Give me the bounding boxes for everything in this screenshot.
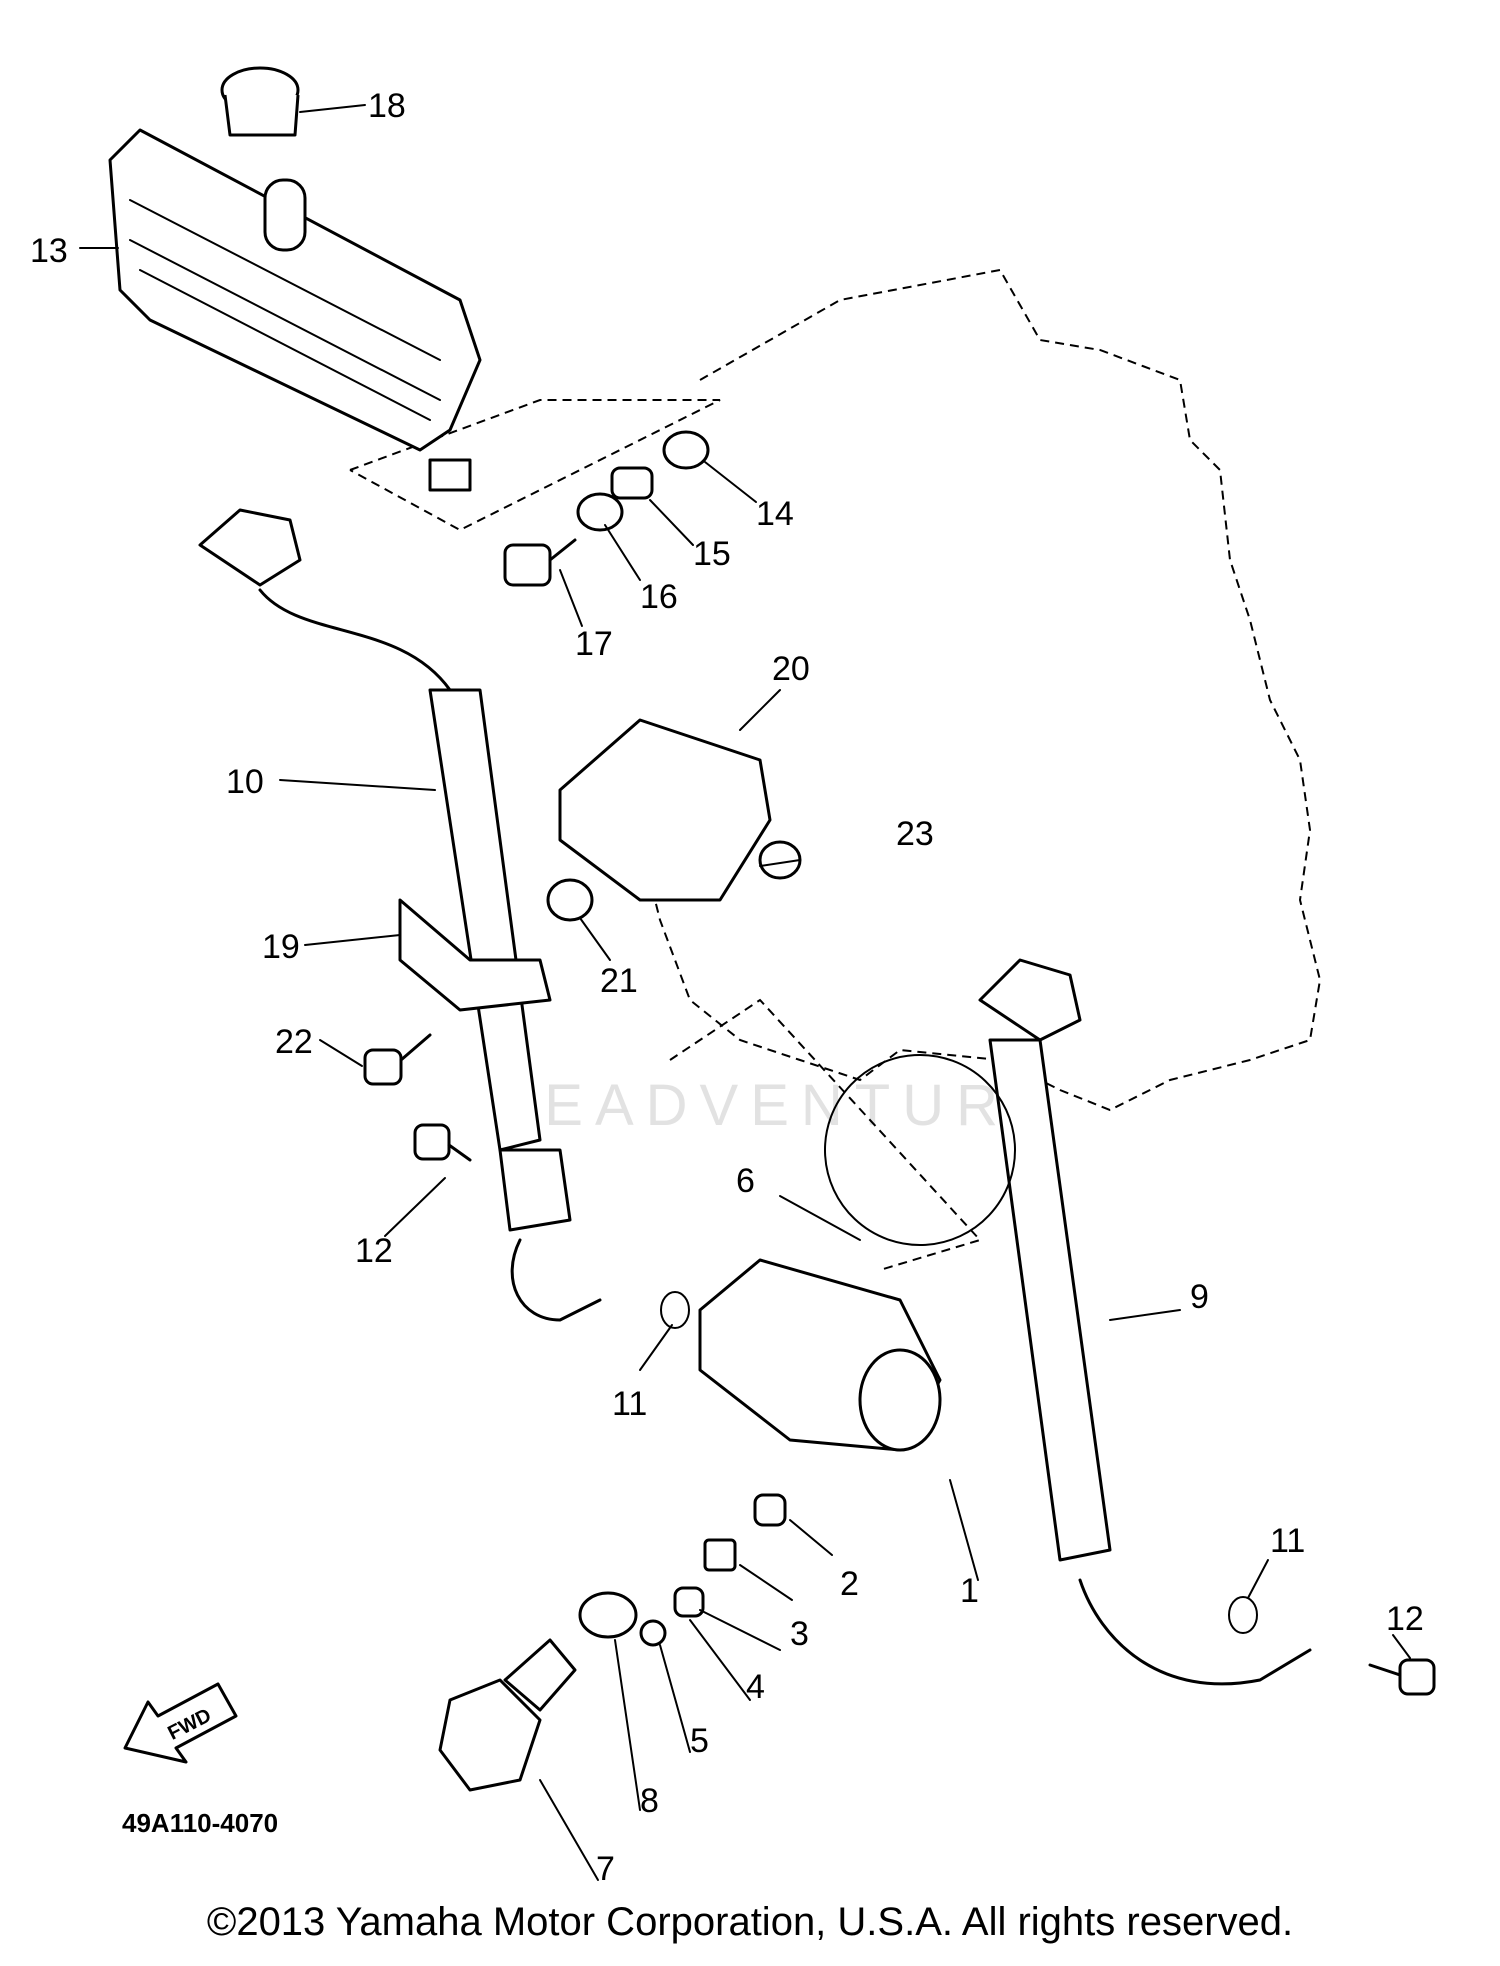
bolt-17: [503, 538, 577, 587]
callout-15: 15: [693, 535, 731, 573]
bolt-22: [363, 1033, 432, 1086]
o-ring-6: [824, 1054, 1016, 1246]
hose-clamp: [398, 898, 552, 1012]
spring-3: [703, 1538, 737, 1572]
callout-4: 4: [746, 1668, 765, 1706]
bracket: [558, 718, 772, 902]
grommet: [662, 430, 710, 470]
callout-9: 9: [1190, 1278, 1209, 1316]
callout-22: 22: [275, 1023, 313, 1061]
part-4: [673, 1586, 705, 1618]
callout-14: 14: [756, 495, 794, 533]
callout-10: 10: [226, 763, 264, 801]
o-ring-11-left: [660, 1291, 690, 1329]
oil-filter-housing: [698, 1258, 942, 1452]
o-ring-11-right: [1228, 1596, 1258, 1634]
callout-18: 18: [368, 87, 406, 125]
washer: [576, 492, 624, 532]
callout-1: 1: [960, 1572, 979, 1610]
nut-21: [546, 878, 594, 922]
callout-11-left: 11: [612, 1385, 647, 1423]
callout-19: 19: [262, 928, 300, 966]
oil-hose-left: [198, 508, 602, 1322]
oil-cooler: [108, 128, 482, 492]
callout-6: 6: [736, 1162, 755, 1200]
callout-5: 5: [690, 1722, 709, 1760]
union-bolt-7: [438, 1638, 577, 1792]
callout-12-left: 12: [355, 1232, 393, 1270]
callout-8: 8: [640, 1782, 659, 1820]
callout-7: 7: [596, 1850, 615, 1888]
fwd-arrow-icon: FWD: [123, 1682, 238, 1764]
watermark: LEADVENTURE: [500, 1073, 1061, 1138]
part-2: [753, 1493, 787, 1527]
part-code: 49A110-4070: [122, 1808, 278, 1838]
callout-11-right: 11: [1270, 1522, 1305, 1560]
collar: [610, 466, 654, 500]
callout-21: 21: [600, 962, 638, 1000]
leader-lines: [79, 104, 1411, 1881]
assembly-box-cooler: [349, 399, 721, 532]
callout-3: 3: [790, 1615, 809, 1653]
copyright-notice: ©2013 Yamaha Motor Corporation, U.S.A. A…: [206, 1900, 1294, 1944]
engine-outline: [639, 268, 1322, 1112]
bolt-12-left: [413, 1123, 472, 1162]
cap: [220, 66, 300, 137]
callout-2: 2: [840, 1565, 859, 1603]
oil-hose-right: [978, 958, 1312, 1686]
callout-23: 23: [896, 815, 934, 853]
part-5: [639, 1619, 667, 1647]
gasket-8: [578, 1591, 638, 1639]
callout-20: 20: [772, 650, 810, 688]
callout-13: 13: [30, 232, 68, 270]
bolt-12-right: [1368, 1658, 1436, 1696]
callout-12-right: 12: [1386, 1600, 1424, 1638]
callout-17: 17: [575, 625, 613, 663]
callout-16: 16: [640, 578, 678, 616]
assembly-box-filter: [669, 998, 982, 1271]
